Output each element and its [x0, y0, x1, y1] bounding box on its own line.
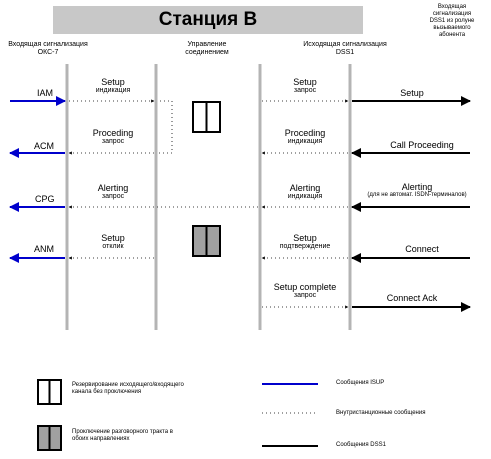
reserve-channel-symbol	[192, 101, 221, 133]
header-outgoing-signaling: Исходящая сигнализация DSS1	[303, 41, 387, 56]
label-right-inner-4: Setup подтверждение	[279, 233, 331, 250]
legend-reserve-text: Резервирование исходящего/входящего кана…	[72, 382, 184, 395]
label-right-inner-2: Proceding индикация	[284, 128, 326, 145]
label-left-inner-1: Setup индикация	[95, 77, 131, 94]
legend-dss1-text: Сообщения DSS1	[336, 442, 386, 448]
label-iam: IAM	[37, 88, 54, 98]
header-incoming-signaling: Входящая сигнализация ОКС-7	[8, 41, 88, 56]
label-setup: Setup	[400, 88, 424, 98]
label-alerting: Alerting (для не автомат. ISDN-терминало…	[367, 182, 467, 198]
label-left-inner-4: Setup отклик	[101, 233, 125, 250]
label-left-inner-3: Alerting запрос	[97, 183, 129, 200]
legend-connect-text: Проключение разговорного тракта в обоих …	[72, 429, 173, 442]
label-connect: Connect	[405, 244, 439, 254]
legend-internal-text: Внутристанционные сообщения	[336, 410, 426, 416]
label-right-inner-5: Setup complete запрос	[273, 282, 337, 299]
connect-path-symbol	[192, 225, 221, 257]
label-call-proceeding: Call Proceeding	[390, 140, 454, 150]
legend-reserve-symbol	[37, 379, 62, 405]
label-connect-ack: Connect Ack	[386, 293, 438, 303]
connector-proceeding	[158, 100, 173, 154]
label-acm: ACM	[34, 141, 54, 151]
label-anm: ANM	[34, 244, 54, 254]
label-left-inner-2: Proceding запрос	[92, 128, 134, 145]
label-right-inner-1: Setup запрос	[293, 77, 317, 94]
label-right-inner-3: Alerting индикация	[287, 183, 323, 200]
legend-isup-text: Сообщения ISUP	[336, 380, 385, 386]
legend-connect-symbol	[37, 425, 62, 451]
label-cpg: CPG	[35, 194, 55, 204]
station-title: Станция B	[53, 6, 363, 34]
top-right-note: Входящая сигнализация DSS1 из ролуне выз…	[429, 4, 475, 38]
header-call-control: Управление соединением	[185, 41, 229, 56]
